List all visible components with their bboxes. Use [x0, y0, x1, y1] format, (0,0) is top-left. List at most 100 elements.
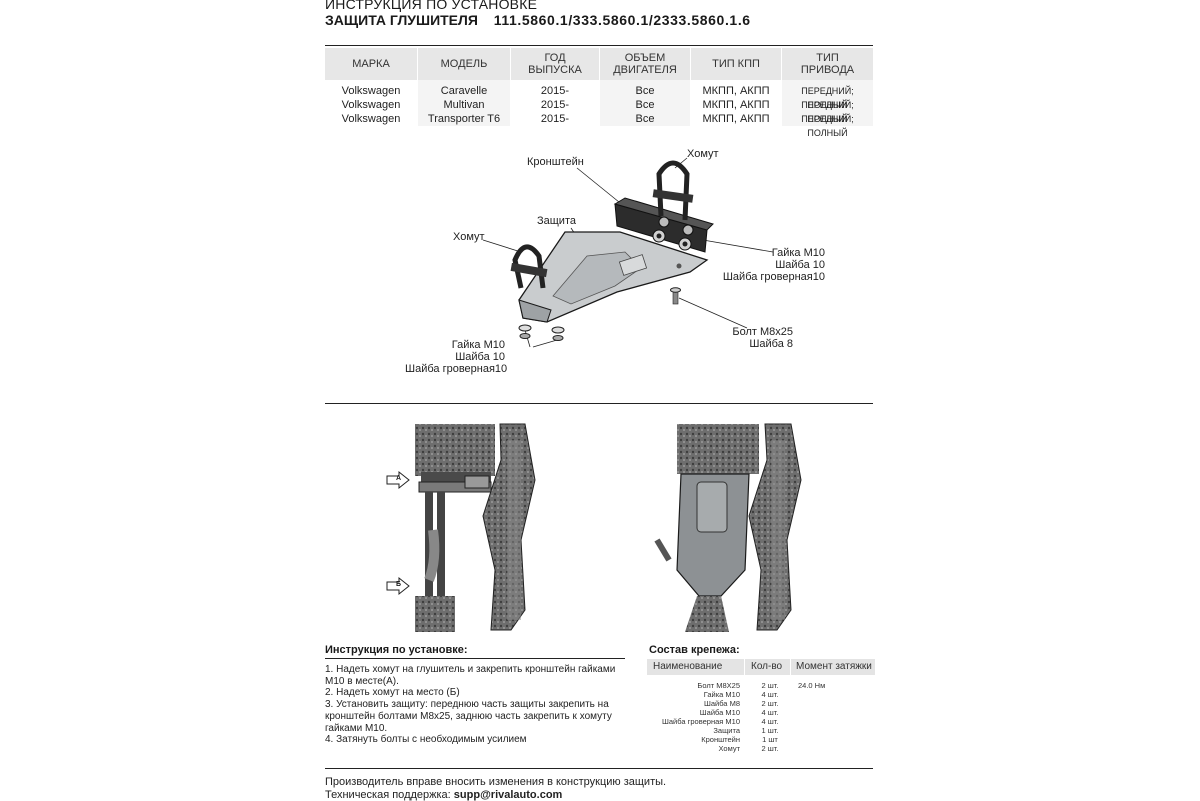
col-divider — [690, 48, 691, 80]
label-clamp-left: Хомут — [453, 231, 485, 243]
col-divider — [781, 48, 782, 80]
fasteners-header: Наименование Кол-во Момент затяжки — [647, 659, 875, 675]
col-year: ГОД ВЫПУСКА — [528, 52, 582, 76]
fastener-name: Хомут — [718, 744, 740, 753]
cell-brand: Volkswagen — [341, 113, 401, 125]
fastener-torque: 24.0 Нм — [798, 681, 826, 690]
cell-engine: Все — [635, 99, 655, 111]
col-divider — [599, 48, 600, 80]
cell-gearbox: МКПП, АКПП — [702, 85, 770, 97]
doc-heading: ИНСТРУКЦИЯ ПО УСТАНОВКЕ — [325, 0, 538, 12]
fastener-name: Шайба гроверная М10 — [662, 717, 740, 726]
top-rule — [325, 45, 873, 46]
cell-drive: ПЕРЕДНИЙ; ПОЛНЫЙ — [801, 114, 854, 138]
col-model: МОДЕЛЬ — [440, 58, 488, 70]
col-divider — [744, 659, 745, 675]
col-engine: ОБЪЕМ ДВИГАТЕЛЯ — [613, 52, 677, 76]
fh-name: Наименование — [653, 661, 723, 672]
fastener-qty: 2 шт. — [761, 699, 779, 708]
fastener-qty: 4 шт. — [761, 708, 779, 717]
label-clamp-top: Хомут — [687, 148, 719, 160]
col-divider — [417, 48, 418, 80]
label-right-washer: Шайба 10 — [775, 259, 825, 271]
fastener-qty: 1 шт. — [761, 726, 779, 735]
col-brand: МАРКА — [352, 58, 390, 70]
fastener-qty: 4 шт. — [761, 717, 779, 726]
exploded-diagram: Кронштейн Хомут Защита Хомут Гайка М10 Ш… — [325, 140, 875, 390]
cell-engine: Все — [635, 85, 655, 97]
fastener-name: Защита — [713, 726, 740, 735]
support-email[interactable]: supp@rivalauto.com — [453, 789, 563, 801]
footer-note: Производитель вправе вносить изменения в… — [325, 776, 667, 788]
label-bolt-washer: Шайба 8 — [749, 338, 793, 350]
label-left-hardware: Гайка М10 Шайба 10 Шайба гроверная10 — [405, 339, 508, 375]
fastener-name: Шайба М8 — [703, 699, 740, 708]
fastener-name: Болт М8Х25 — [697, 681, 740, 690]
fastener-qty: 1 шт — [762, 735, 778, 744]
installation-photos: A Б — [325, 420, 875, 635]
footer-rule — [325, 768, 873, 769]
fh-torque: Момент затяжки — [796, 661, 872, 672]
col-divider — [790, 659, 791, 675]
col-gearbox: ТИП КПП — [712, 58, 760, 70]
col-drive: ТИП ПРИВОДА — [800, 52, 855, 76]
label-bolt-group: Болт М8х25 Шайба 8 — [705, 326, 793, 350]
column-shade — [782, 80, 873, 126]
fastener-qty: 2 шт. — [761, 681, 779, 690]
support-label: Техническая поддержка: — [325, 789, 451, 801]
installation-drawing — [386, 423, 802, 632]
fastener-name: Кронштейн — [701, 735, 740, 744]
marker-a-label: A — [396, 475, 402, 482]
label-right-spring-washer: Шайба гроверная10 — [722, 271, 825, 283]
fasteners-title: Состав крепежа: — [649, 644, 740, 656]
photo-before — [386, 423, 536, 632]
label-bolt: Болт М8х25 — [732, 326, 793, 338]
cell-drive: ПЕРЕДНИЙ; ПОЛНЫЙ — [801, 100, 854, 124]
instruction-step: 3. Установить защиту: переднюю часть защ… — [325, 699, 612, 734]
cell-year: 2015- — [540, 113, 570, 125]
cell-year: 2015- — [540, 99, 570, 111]
fastener-qty: 2 шт. — [761, 744, 779, 753]
footer-support: Техническая поддержка: supp@rivalauto.co… — [325, 789, 562, 801]
instructions-title: Инструкция по установке: — [325, 644, 468, 656]
cell-model: Multivan — [443, 99, 485, 111]
photo-after — [654, 423, 802, 632]
part-codes: 111.5860.1/333.5860.1/2333.5860.1.6 — [493, 12, 751, 28]
label-left-nut: Гайка М10 — [451, 339, 505, 351]
fastener-name: Гайка М10 — [703, 690, 740, 699]
fastener-name: Шайба М10 — [699, 708, 740, 717]
fh-qty: Кол-во — [751, 661, 783, 672]
cell-gearbox: МКПП, АКПП — [702, 113, 770, 125]
doc-title: ЗАЩИТА ГЛУШИТЕЛЯ 111.5860.1/333.5860.1/2… — [325, 12, 751, 28]
instructions-list: 1. Надеть хомут на глушитель и закрепить… — [325, 664, 630, 746]
instruction-step: 2. Надеть хомут на место (Б) — [325, 687, 460, 699]
label-left-washer: Шайба 10 — [455, 351, 505, 363]
label-right-hardware: Гайка М10 Шайба 10 Шайба гроверная10 — [705, 247, 825, 283]
vehicle-table-header: МАРКА МОДЕЛЬ ГОД ВЫПУСКА ОБЪЕМ ДВИГАТЕЛЯ… — [325, 48, 873, 80]
instruction-sheet: ИНСТРУКЦИЯ ПО УСТАНОВКЕ ЗАЩИТА ГЛУШИТЕЛЯ… — [325, 0, 875, 801]
label-bracket: Кронштейн — [527, 156, 584, 168]
cell-model: Caravelle — [440, 85, 488, 97]
cell-engine: Все — [635, 113, 655, 125]
column-shade — [418, 80, 510, 126]
product-name: ЗАЩИТА ГЛУШИТЕЛЯ — [325, 12, 478, 28]
label-left-spring-washer: Шайба гроверная10 — [405, 363, 508, 375]
instruction-step: 1. Надеть хомут на глушитель и закрепить… — [325, 664, 616, 687]
fastener-qty: 4 шт. — [761, 690, 779, 699]
cell-drive: ПЕРЕДНИЙ; ПОЛНЫЙ — [801, 86, 854, 110]
cell-gearbox: МКПП, АКПП — [702, 99, 770, 111]
instruction-step: 4. Затянуть болты с необходимым усилием — [325, 734, 527, 746]
label-right-nut: Гайка М10 — [771, 247, 825, 259]
section-rule — [325, 403, 873, 404]
instructions-rule — [325, 658, 625, 659]
cell-brand: Volkswagen — [341, 99, 401, 111]
column-shade — [600, 80, 690, 126]
cell-brand: Volkswagen — [341, 85, 401, 97]
col-divider — [510, 48, 511, 80]
marker-b-label: Б — [396, 581, 402, 588]
label-guard: Защита — [537, 215, 576, 227]
vehicle-table-body: Volkswagen Caravelle 2015- Все МКПП, АКП… — [325, 80, 873, 138]
cell-model: Transporter T6 — [427, 113, 501, 125]
guard-drawing — [482, 157, 774, 348]
cell-year: 2015- — [540, 85, 570, 97]
